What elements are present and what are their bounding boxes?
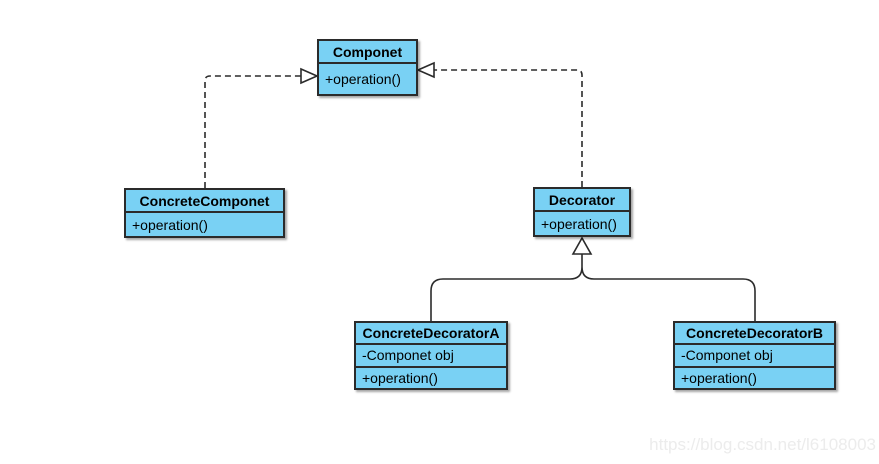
class-title: ConcreteDecoratorB: [675, 323, 834, 345]
class-member: +operation(): [675, 365, 834, 389]
class-box-concrete-componet: ConcreteComponet +operation(): [124, 188, 285, 238]
class-box-decorator: Decorator +operation(): [533, 187, 631, 237]
class-box-componet: Componet +operation(): [317, 39, 418, 96]
generalization-edge-tree: [430, 254, 756, 321]
hollow-triangle-arrowhead-icon: [416, 61, 435, 79]
hollow-triangle-arrowhead-icon: [571, 236, 593, 255]
class-box-concrete-decorator-b: ConcreteDecoratorB -Componet obj +operat…: [673, 321, 836, 390]
class-title: Componet: [319, 41, 416, 64]
realization-edge-decorator: [434, 69, 583, 187]
class-title: ConcreteComponet: [126, 190, 283, 213]
class-member: +operation(): [356, 365, 506, 389]
class-member: -Componet obj: [681, 347, 773, 364]
class-member: +operation(): [132, 216, 208, 233]
class-member: +operation(): [541, 215, 617, 232]
class-member: +operation(): [325, 71, 401, 87]
class-title: Decorator: [535, 189, 629, 212]
class-box-concrete-decorator-a: ConcreteDecoratorA -Componet obj +operat…: [354, 321, 508, 390]
class-title: ConcreteDecoratorA: [356, 323, 506, 345]
realization-edge-concrete-componet: [204, 75, 301, 188]
watermark-url: https://blog.csdn.net/l6108003: [649, 435, 876, 454]
hollow-triangle-arrowhead-icon: [300, 67, 319, 85]
class-member: -Componet obj: [362, 347, 454, 364]
